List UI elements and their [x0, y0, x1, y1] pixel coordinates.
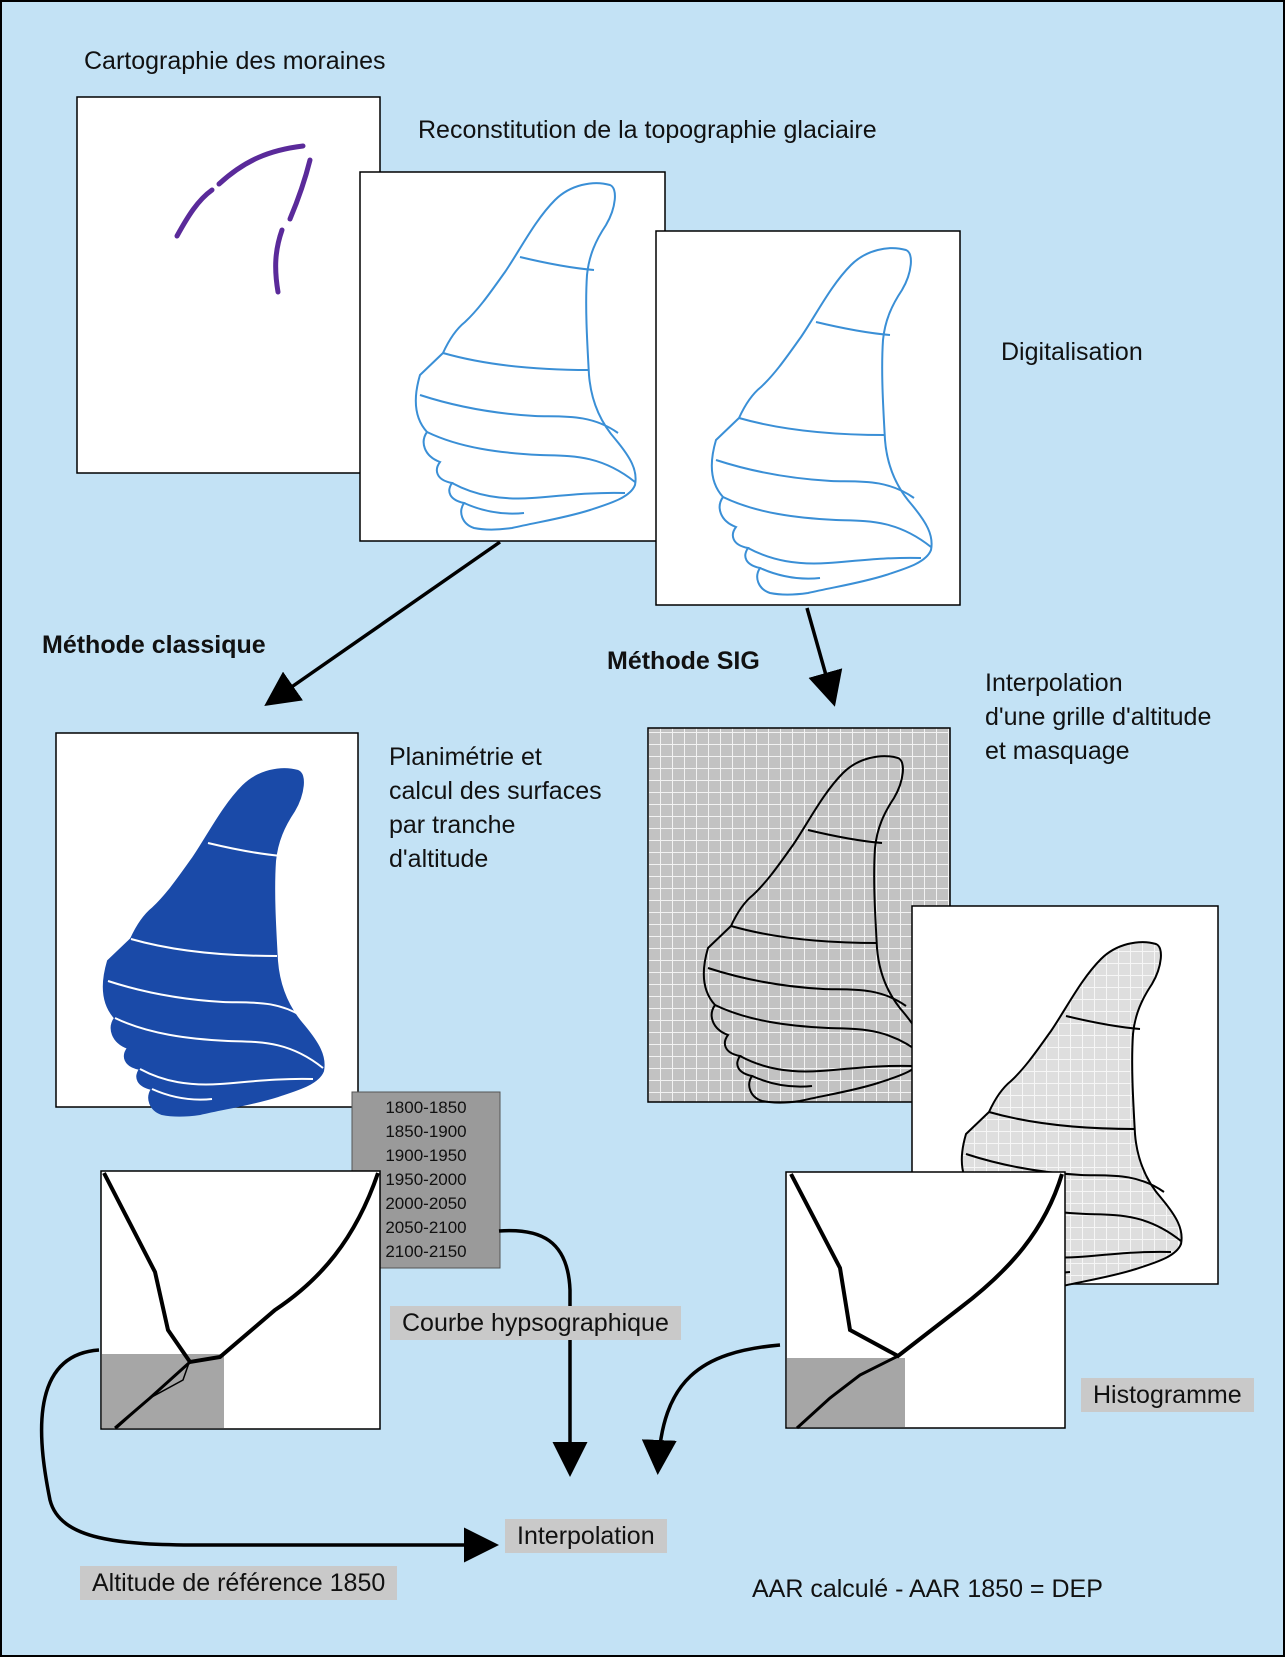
altitude-class-7: 2100-2150 — [352, 1240, 500, 1263]
histogram-panel — [786, 1172, 1065, 1428]
altitude-class-2: 1850-1900 — [352, 1120, 500, 1143]
label-histogramme: Histogramme — [1081, 1378, 1254, 1412]
altitude-class-4: 1950-2000 — [352, 1168, 500, 1191]
label-courbe-hypsographique: Courbe hypsographique — [390, 1306, 681, 1340]
label-formula-dep: AAR calculé - AAR 1850 = DEP — [752, 1574, 1103, 1604]
moraine-map-panel — [77, 97, 380, 473]
label-moraines: Cartographie des moraines — [84, 46, 386, 76]
interp-grille-line-1: Interpolation — [985, 668, 1123, 698]
hypsographic-curve-panel — [101, 1171, 380, 1429]
label-methode-sig: Méthode SIG — [607, 646, 760, 676]
planimetrie-line-1: Planimétrie et — [389, 742, 542, 772]
label-digitalisation: Digitalisation — [1001, 337, 1143, 367]
label-altitude-reference: Altitude de référence 1850 — [80, 1566, 397, 1600]
altitude-class-3: 1900-1950 — [352, 1144, 500, 1167]
altitude-class-5: 2000-2050 — [352, 1192, 500, 1215]
altitude-grid-panel — [648, 728, 950, 1103]
altitude-class-1: 1800-1850 — [352, 1096, 500, 1119]
label-interpolation: Interpolation — [505, 1519, 667, 1553]
digitalisation-panel — [656, 231, 960, 605]
reconstruction-panel — [360, 172, 665, 541]
planimetry-panel — [56, 733, 358, 1116]
interp-grille-line-3: et masquage — [985, 736, 1130, 766]
planimetrie-line-2: calcul des surfaces — [389, 776, 602, 806]
interp-grille-line-2: d'une grille d'altitude — [985, 702, 1211, 732]
label-methode-classique: Méthode classique — [42, 630, 266, 660]
planimetrie-line-4: d'altitude — [389, 844, 488, 874]
planimetrie-line-3: par tranche — [389, 810, 515, 840]
altitude-class-6: 2050-2100 — [352, 1216, 500, 1239]
label-reconstitution: Reconstitution de la topographie glaciai… — [418, 115, 877, 145]
